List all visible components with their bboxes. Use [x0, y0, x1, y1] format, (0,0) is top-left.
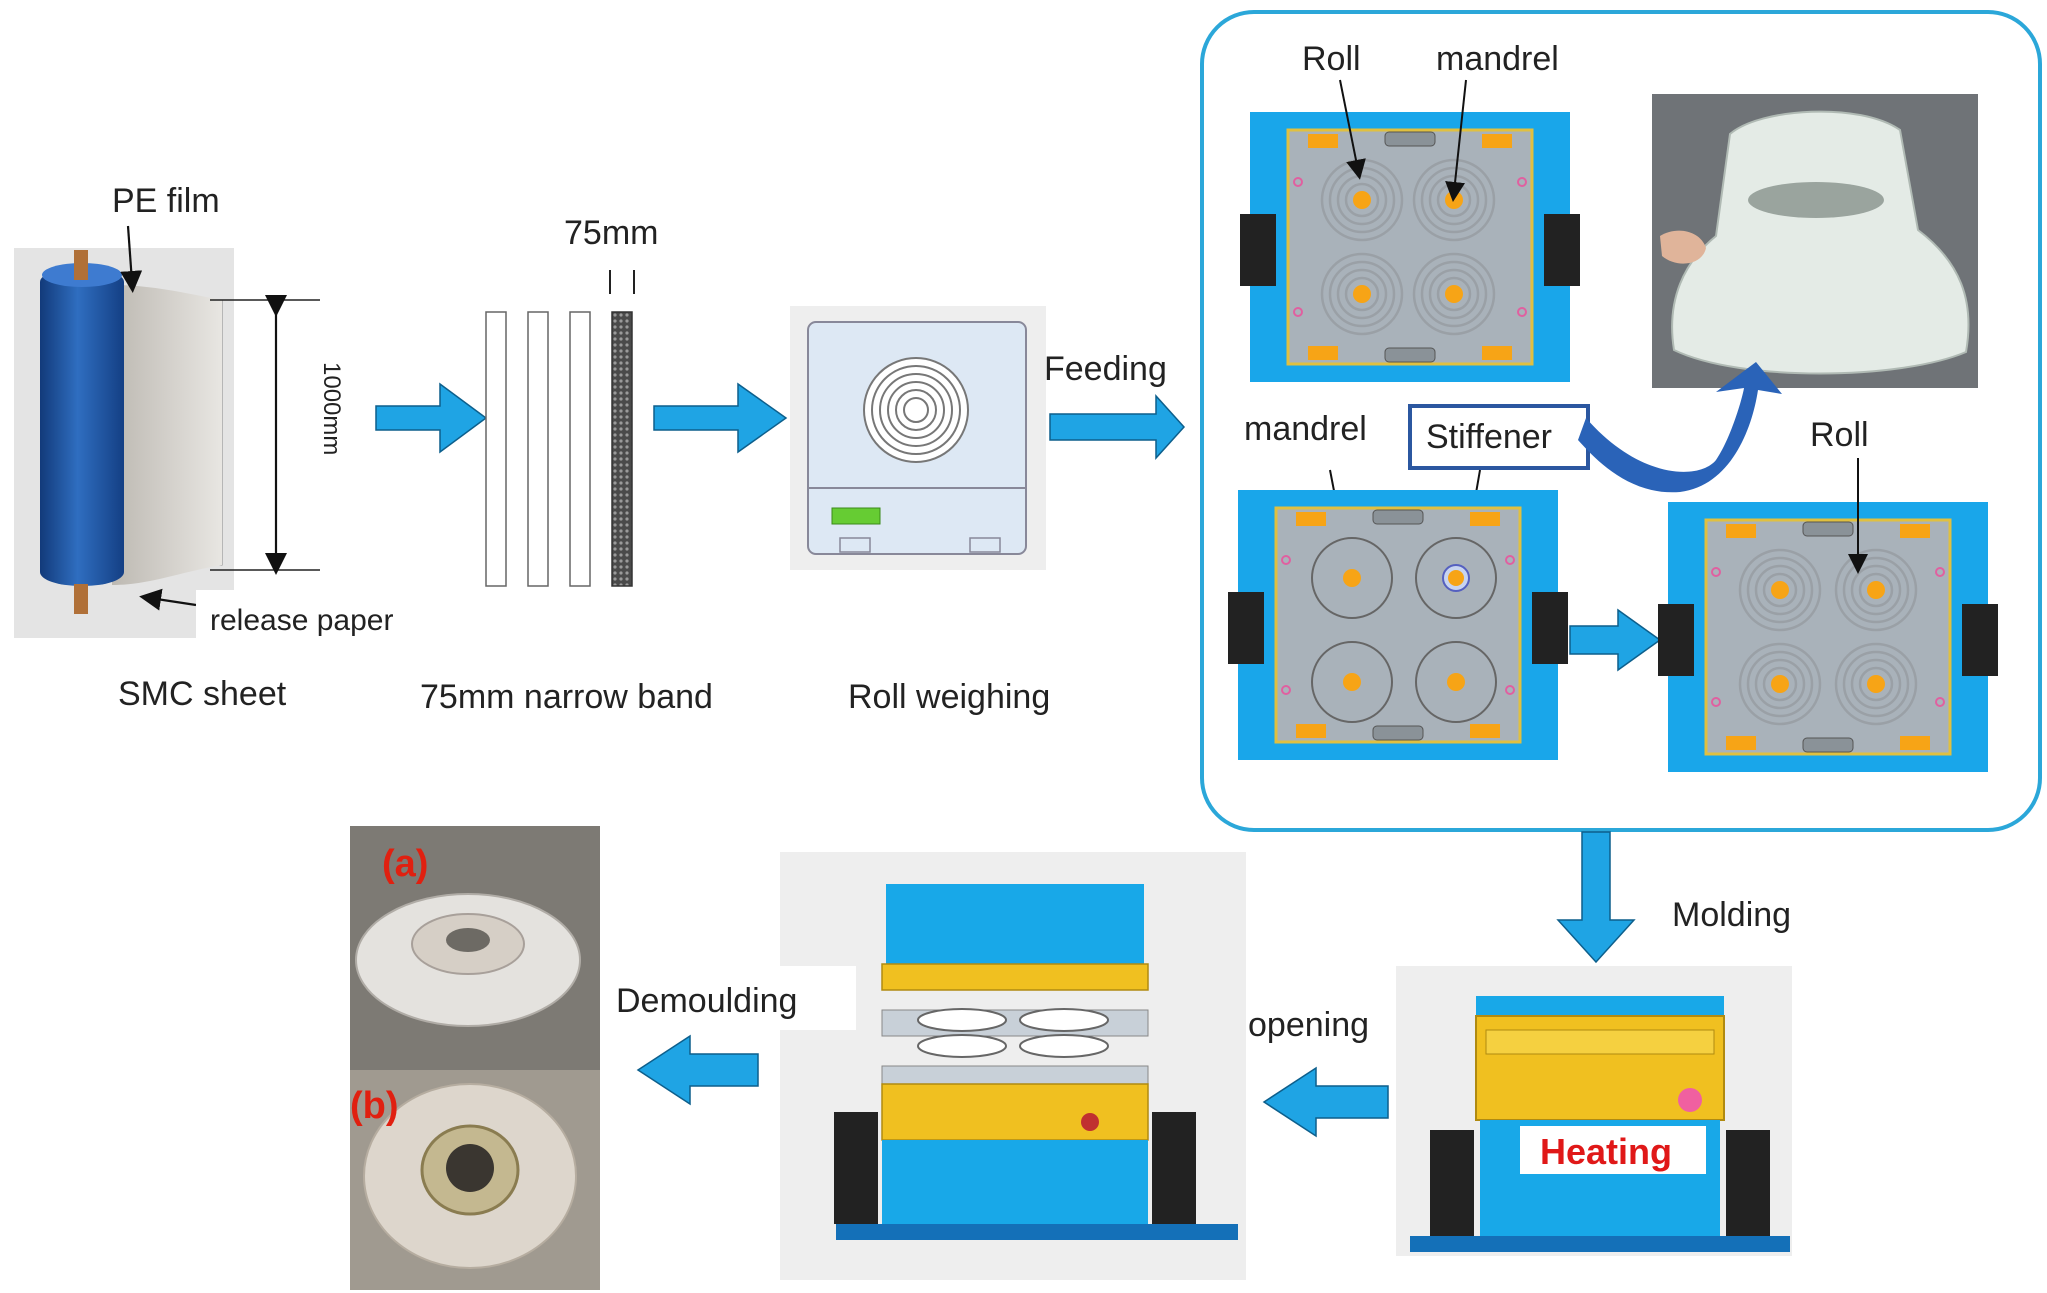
product-photo-b [350, 1070, 600, 1290]
arrow-opening [1262, 1066, 1389, 1138]
roll-mid-label: Roll [1810, 416, 1869, 454]
stiffener-curved-arrow [1578, 362, 1782, 493]
roll-weighing-scale [790, 306, 1046, 570]
feeding-label: Feeding [1044, 350, 1167, 388]
heating-label: Heating [1540, 1131, 1672, 1172]
mold-plan-with-mandrels [1226, 488, 1570, 762]
pe-film-label: PE film [112, 182, 220, 220]
narrow-band-label: 75mm narrow band [420, 678, 713, 716]
photo-a-label: (a) [382, 843, 428, 885]
band-width-label: 75mm [564, 214, 658, 252]
roll-weighing-label: Roll weighing [848, 678, 1050, 716]
heating-press [1396, 966, 1792, 1256]
opening-label: opening [1248, 1006, 1369, 1044]
roll-on-scale [863, 357, 969, 463]
roll-top-label: Roll [1302, 40, 1361, 78]
arrow-molding [1556, 831, 1636, 964]
arrow-demoulding [636, 1034, 759, 1106]
smc-sheet-illustration [14, 225, 426, 642]
opened-mold [780, 852, 1246, 1280]
heating-badge [1520, 1126, 1706, 1174]
stiffener-photo [1652, 94, 1978, 388]
mold-plan-filled [1656, 500, 2000, 774]
mandrel-mid-label: mandrel [1244, 410, 1367, 448]
width-dimension-label: 1000mm [318, 362, 345, 455]
arrow-to-narrow-band [375, 382, 488, 454]
demoulding-badge [600, 966, 856, 1030]
mandrel-top-label: mandrel [1436, 40, 1559, 78]
arrow-to-roll-weighing [653, 382, 788, 454]
molding-label: Molding [1672, 896, 1791, 934]
smc-sheet-label: SMC sheet [118, 675, 287, 713]
product-photo-a [350, 826, 600, 1070]
release-paper-label: release paper [210, 604, 393, 637]
photo-b-label: (b) [350, 1085, 399, 1127]
narrow-band-illustration [485, 270, 635, 587]
arrow-to-filled-mold [1569, 608, 1662, 672]
arrow-feeding [1049, 394, 1186, 460]
mold-plan-with-rolls [1238, 110, 1582, 384]
stiffener-label: Stiffener [1426, 418, 1552, 456]
feeding-panel [1200, 10, 2042, 832]
demoulding-label: Demoulding [616, 982, 797, 1020]
